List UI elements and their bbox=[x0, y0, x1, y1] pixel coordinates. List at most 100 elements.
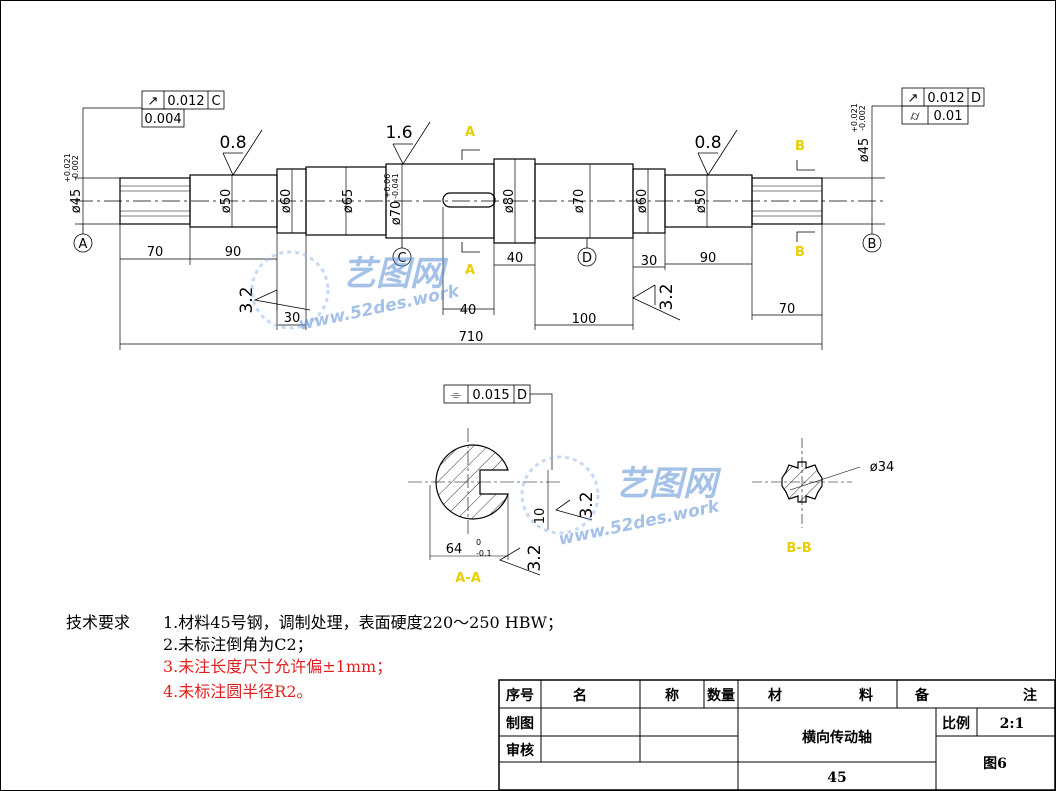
svg-text:数量: 数量 bbox=[707, 687, 735, 704]
svg-text:+0.021: +0.021 bbox=[850, 103, 859, 133]
notes-heading: 技术要求 bbox=[66, 613, 130, 632]
svg-text:注: 注 bbox=[1023, 687, 1037, 704]
section-b-b: ø34 B-B bbox=[752, 438, 894, 556]
gdt-leaders bbox=[82, 105, 902, 178]
roughness-0-8-left: 0.8 bbox=[219, 133, 246, 153]
roughness-0-8-right: 0.8 bbox=[694, 133, 721, 153]
svg-text:-0.041: -0.041 bbox=[391, 173, 400, 199]
svg-text:40: 40 bbox=[507, 251, 524, 266]
svg-text:710: 710 bbox=[459, 330, 484, 345]
svg-text:70: 70 bbox=[147, 245, 164, 260]
svg-text:料: 料 bbox=[859, 687, 873, 704]
svg-text:-0.002: -0.002 bbox=[858, 105, 867, 131]
svg-text:序号: 序号 bbox=[506, 687, 534, 704]
runout-symbol-icon: ↗ bbox=[908, 91, 919, 106]
title-block-text: 序号 名 称 数量 材 料 备 注 制图 审核 横向传动轴 比例 2:1 45 … bbox=[506, 687, 1037, 786]
svg-text:艺图网: 艺图网 bbox=[342, 254, 449, 294]
svg-text:30: 30 bbox=[641, 254, 658, 269]
roughness-symbols bbox=[222, 121, 738, 321]
part-name: 横向传动轴 bbox=[802, 729, 872, 746]
svg-text:制图: 制图 bbox=[506, 715, 534, 732]
shaft-main-view bbox=[75, 158, 885, 244]
svg-text:64: 64 bbox=[446, 542, 463, 557]
svg-text:40: 40 bbox=[460, 303, 477, 318]
shaft-seg-right-end bbox=[751, 177, 823, 225]
svg-text:3.2: 3.2 bbox=[577, 491, 597, 518]
svg-text:3.2: 3.2 bbox=[525, 544, 545, 571]
section-mark-b-bottom: B bbox=[795, 245, 805, 260]
svg-text:ø45: ø45 bbox=[69, 189, 84, 214]
svg-text:材: 材 bbox=[768, 687, 782, 704]
section-a-a: ⌯ 0.015 D 64 0 -0.1 10 3.2 3.2 A-A bbox=[408, 384, 597, 586]
svg-text:0.004: 0.004 bbox=[144, 112, 181, 127]
title-block bbox=[498, 679, 1056, 791]
svg-text:D: D bbox=[971, 91, 981, 106]
watermark: 艺图网 www.52des.work 艺图网 www.52des.work bbox=[250, 250, 723, 550]
gdt-frame-right: ↗ 0.012 D ⌭ 0.01 bbox=[901, 87, 985, 125]
svg-text:ø60: ø60 bbox=[279, 189, 294, 214]
roughness-1-6: 1.6 bbox=[385, 123, 412, 143]
svg-text:比例: 比例 bbox=[942, 715, 970, 732]
symmetry-symbol-icon: ⌯ bbox=[451, 388, 462, 403]
extension-lines bbox=[119, 207, 823, 350]
drawing-number: 图6 bbox=[983, 756, 1007, 772]
keyway-slot bbox=[442, 192, 496, 208]
svg-text:-0.002: -0.002 bbox=[71, 155, 80, 181]
svg-text:0.012: 0.012 bbox=[167, 94, 204, 109]
svg-text:ø34: ø34 bbox=[870, 460, 895, 475]
material-value: 45 bbox=[827, 770, 846, 786]
svg-text:ø80: ø80 bbox=[502, 189, 517, 214]
datum-a: A bbox=[79, 237, 88, 252]
svg-text:+0.021: +0.021 bbox=[63, 153, 72, 183]
roughness-3-2-right: 3.2 bbox=[657, 283, 677, 310]
datum-markers bbox=[73, 224, 882, 267]
svg-text:ø70: ø70 bbox=[572, 189, 587, 214]
svg-text:ø45: ø45 bbox=[857, 138, 872, 163]
note-1: 1.材料45号钢，调制处理，表面硬度220～250 HBW； bbox=[163, 613, 563, 632]
cylindricity-symbol-icon: ⌭ bbox=[910, 109, 920, 124]
svg-text:C: C bbox=[211, 94, 220, 109]
technical-notes: 技术要求 1.材料45号钢，调制处理，表面硬度220～250 HBW； 2.未标… bbox=[66, 613, 563, 701]
scale-value: 2:1 bbox=[1000, 716, 1025, 732]
svg-text:称: 称 bbox=[665, 687, 679, 704]
svg-text:+0.06: +0.06 bbox=[383, 174, 392, 199]
datum-c: C bbox=[397, 251, 406, 266]
section-mark-a-top: A bbox=[465, 125, 475, 140]
datum-b: B bbox=[868, 237, 877, 252]
svg-text:D: D bbox=[517, 388, 527, 403]
svg-text:ø70: ø70 bbox=[389, 201, 404, 226]
svg-text:90: 90 bbox=[225, 245, 242, 260]
diameter-labels: ø45 +0.021 -0.002 ø50 ø60 ø65 ø70 +0.06 … bbox=[63, 103, 872, 225]
section-label-a-a: A-A bbox=[455, 571, 481, 586]
svg-text:ø60: ø60 bbox=[635, 189, 650, 214]
svg-text:10: 10 bbox=[533, 508, 548, 525]
svg-text:70: 70 bbox=[779, 302, 796, 317]
datum-d: D bbox=[582, 251, 592, 266]
svg-text:名: 名 bbox=[573, 687, 587, 704]
svg-text:30: 30 bbox=[284, 311, 301, 326]
section-mark-a-bottom: A bbox=[465, 263, 475, 278]
dimension-lines bbox=[75, 159, 885, 345]
svg-text:备: 备 bbox=[914, 687, 930, 704]
gdt-frame-left: ↗ 0.012 C 0.004 bbox=[141, 90, 225, 128]
runout-symbol-icon: ↗ bbox=[148, 94, 159, 109]
svg-text:0.01: 0.01 bbox=[934, 109, 963, 124]
svg-text:ø50: ø50 bbox=[219, 189, 234, 214]
svg-text:0.012: 0.012 bbox=[927, 91, 964, 106]
svg-text:0.015: 0.015 bbox=[472, 388, 509, 403]
note-3: 3.未注长度尺寸允许偏±1mm； bbox=[163, 657, 392, 676]
section-cut-markers bbox=[461, 149, 815, 253]
roughness-3-2-left: 3.2 bbox=[237, 286, 257, 313]
note-4: 4.未标注圆半径R2。 bbox=[163, 682, 313, 701]
section-mark-b-top: B bbox=[795, 139, 805, 154]
svg-text:ø65: ø65 bbox=[341, 189, 356, 214]
svg-text:-0.1: -0.1 bbox=[476, 549, 492, 558]
svg-text:审核: 审核 bbox=[506, 742, 534, 759]
note-2: 2.未标注倒角为C2； bbox=[163, 635, 313, 654]
section-label-b-b: B-B bbox=[786, 541, 811, 556]
svg-text:100: 100 bbox=[572, 312, 597, 327]
length-labels: 70 90 30 40 40 100 30 90 70 710 bbox=[147, 245, 796, 345]
svg-text:艺图网: 艺图网 bbox=[615, 464, 722, 504]
svg-text:ø50: ø50 bbox=[694, 189, 709, 214]
